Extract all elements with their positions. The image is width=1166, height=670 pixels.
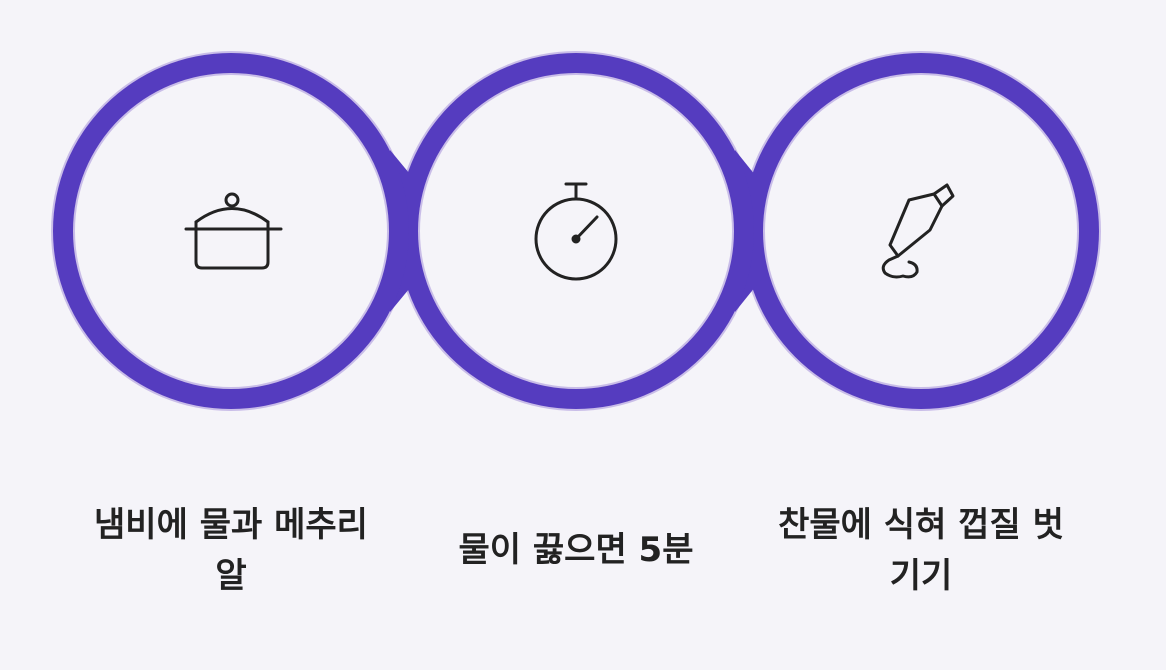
pot-icon bbox=[184, 192, 283, 270]
step-3-inner bbox=[765, 75, 1077, 387]
step-3-label: 찬물에 식혀 껍질 벗기기 bbox=[778, 505, 1064, 596]
stopwatch-icon bbox=[534, 182, 618, 281]
step-1-label: 냄비에 물과 메추리알 bbox=[94, 505, 368, 596]
step-1-inner bbox=[75, 75, 387, 387]
step-2-inner bbox=[420, 75, 732, 387]
piping-bag-icon bbox=[881, 183, 955, 279]
step-2-label: 물이 끓으면 5분 bbox=[458, 530, 694, 570]
